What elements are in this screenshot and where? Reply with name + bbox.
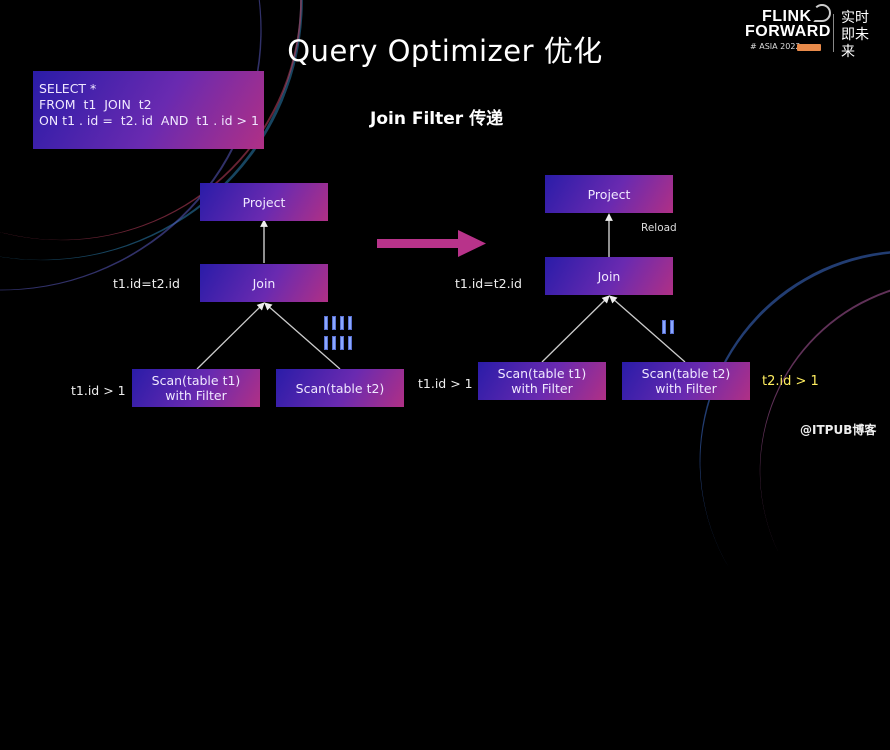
online-badge (797, 44, 821, 51)
slide-title: Query Optimizer 优化 (287, 34, 603, 68)
project-node-after: Project (545, 175, 673, 213)
t1-filter-label-after: t1.id > 1 (418, 376, 473, 391)
scan-t2-node-after: Scan(table t2) with Filter (622, 362, 750, 400)
logo-divider (833, 14, 834, 52)
edge-scan1-join-before (196, 302, 265, 370)
connector-lines (196, 213, 686, 370)
logo-line1: FLINK (762, 8, 812, 25)
slide-subtitle: Join Filter 传递 (370, 109, 504, 129)
data-volume-bar (324, 316, 328, 330)
data-volume-bar (348, 316, 352, 330)
transform-arrow-icon (377, 230, 486, 257)
logo-slogan: 实时即未来 (841, 10, 869, 60)
data-volume-bar (332, 336, 336, 350)
data-volume-bar (348, 336, 352, 350)
t1-filter-label-before: t1.id > 1 (71, 383, 126, 398)
scan-t1-node-after: Scan(table t1) with Filter (478, 362, 606, 400)
join-node-after: Join (545, 257, 673, 295)
squirrel-icon (813, 4, 831, 22)
scan-t2-node-before: Scan(table t2) (276, 369, 404, 407)
data-volume-bar (340, 316, 344, 330)
flink-forward-logo: FLINK FORWARD # ASIA 2022 实时即未来 (745, 4, 885, 60)
data-volume-bar (332, 316, 336, 330)
scan-t1-node-before: Scan(table t1) with Filter (132, 369, 260, 407)
data-volume-bar (662, 320, 666, 334)
join-condition-label-after: t1.id=t2.id (455, 276, 522, 291)
project-node-before: Project (200, 183, 328, 221)
reload-label: Reload (641, 222, 677, 234)
watermark: @ITPUB博客 (800, 423, 877, 437)
sql-query-box: SELECT * FROM t1 JOIN t2 ON t1 . id = t2… (33, 71, 264, 149)
data-volume-bar (670, 320, 674, 334)
data-volume-bar (340, 336, 344, 350)
logo-line3: # ASIA 2022 (750, 42, 801, 51)
data-volume-bar (324, 336, 328, 350)
join-node-before: Join (200, 264, 328, 302)
logo-line2: FORWARD (745, 23, 831, 40)
edge-scan2-join-after (609, 295, 686, 363)
t2-filter-label-after: t2.id > 1 (762, 374, 819, 389)
join-condition-label-before: t1.id=t2.id (113, 276, 180, 291)
edge-scan2-join-before (264, 302, 341, 370)
edge-scan1-join-after (541, 295, 610, 363)
